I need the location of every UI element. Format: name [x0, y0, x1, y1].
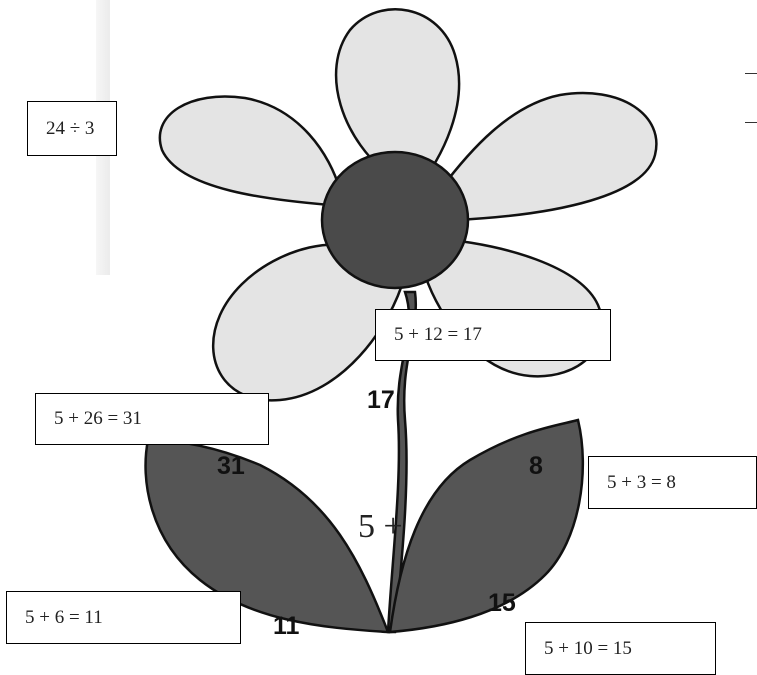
equation-text-lower-left: 5 + 6 = 11: [25, 607, 103, 629]
leaf-right: [390, 420, 583, 632]
petal-left: [160, 97, 340, 205]
equation-box-right: 5 + 3 = 8: [588, 456, 757, 509]
equation-box-upper-left: 5 + 26 = 31: [35, 393, 269, 445]
equation-box-top: 5 + 12 = 17: [375, 309, 611, 361]
answer-right-leaf-bottom: 15: [488, 589, 516, 618]
equation-box-lower-left: 5 + 6 = 11: [6, 591, 241, 644]
petal-right: [440, 93, 656, 220]
answer-right-leaf-top: 8: [529, 452, 543, 481]
answer-left-leaf-top: 31: [217, 452, 245, 481]
answer-stem: 17: [367, 386, 395, 415]
center-partial-text: 5 +: [358, 508, 403, 546]
flower-center: [322, 152, 468, 288]
answer-left-leaf-bottom: 11: [273, 612, 299, 641]
equation-text-top: 5 + 12 = 17: [394, 324, 482, 346]
equation-text-bottom-right: 5 + 10 = 15: [544, 638, 632, 660]
equation-text-right: 5 + 3 = 8: [607, 472, 676, 494]
equation-box-bottom-right: 5 + 10 = 15: [525, 622, 716, 675]
equation-text-upper-left: 5 + 26 = 31: [54, 408, 142, 430]
